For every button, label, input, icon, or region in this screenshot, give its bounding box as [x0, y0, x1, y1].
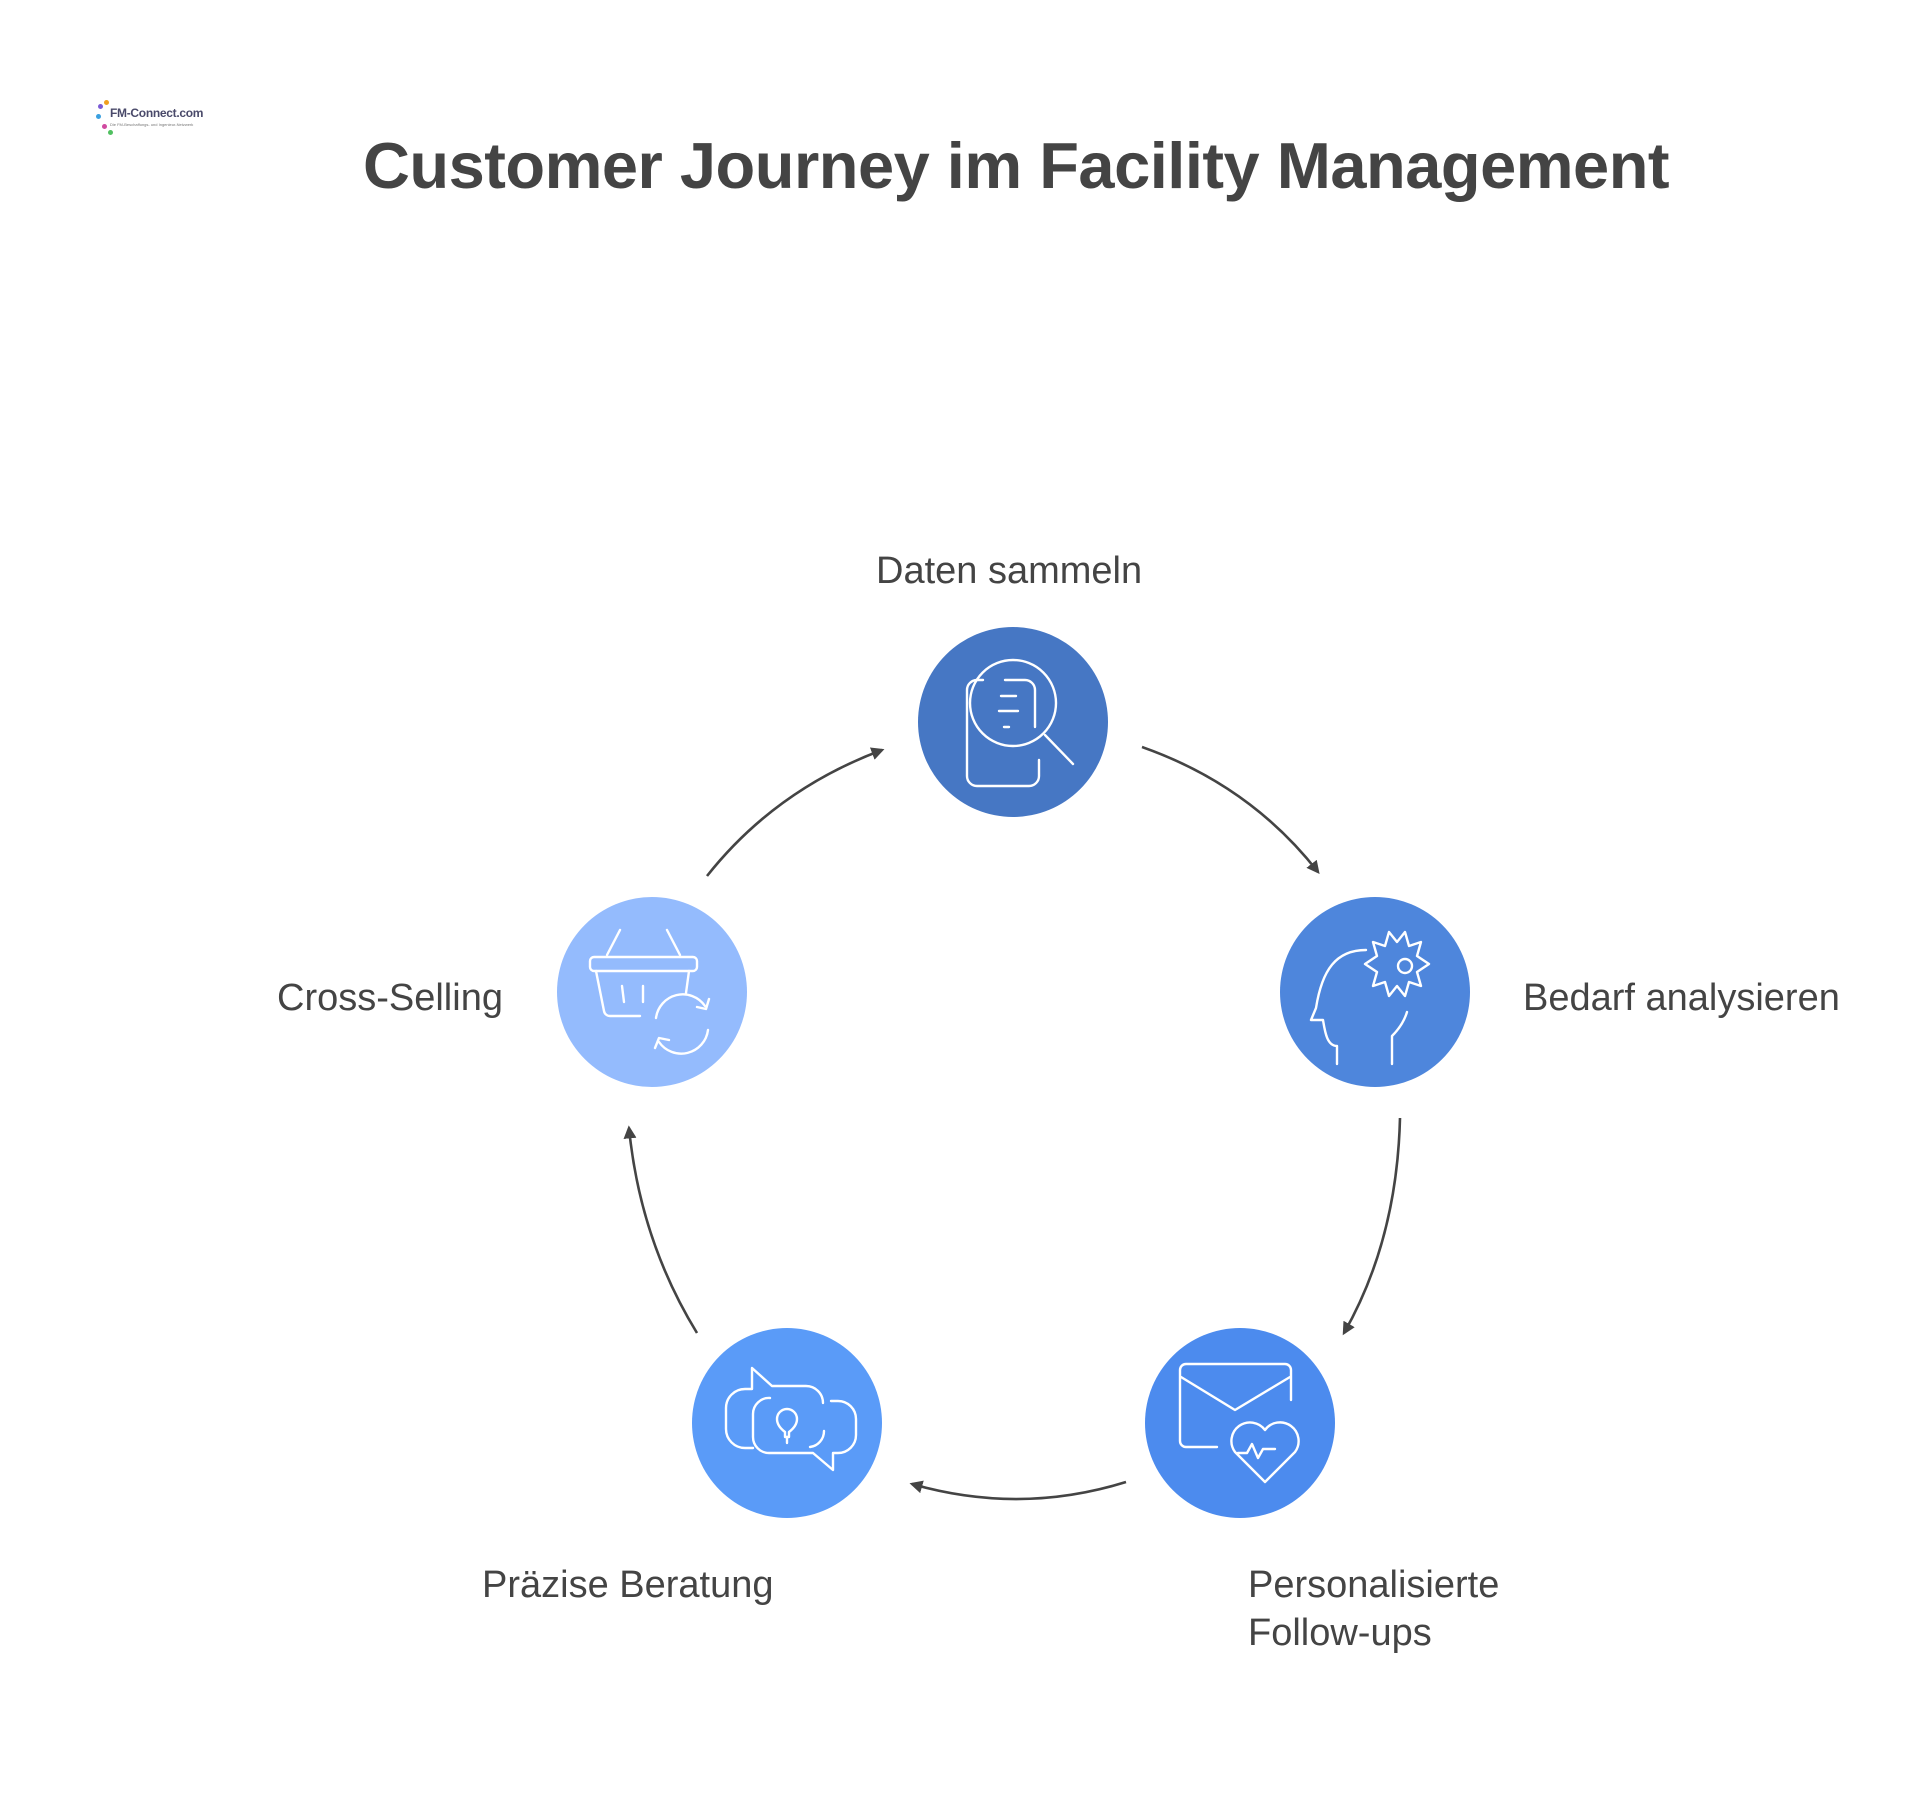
document-search-icon — [965, 658, 1075, 788]
fm-connect-logo: FM-Connect.com Die FM-Beschaffungs- und … — [96, 100, 203, 136]
step-circle — [1145, 1328, 1335, 1518]
arrow-followups-to-beratung — [909, 1480, 1127, 1501]
step-label-personalisierte-follow-ups: Personalisierte Follow-ups — [1248, 1561, 1499, 1657]
basket-refresh-icon — [588, 928, 711, 1055]
step-personalisierte-follow-ups — [1145, 1328, 1335, 1518]
head-gear-icon — [1309, 930, 1431, 1066]
step-label-cross-selling: Cross-Selling — [277, 977, 503, 1019]
step-circle — [918, 627, 1108, 817]
step-circle — [557, 897, 747, 1087]
step-cross-selling — [557, 897, 747, 1087]
arrow-bedarf-to-followups — [1342, 1117, 1402, 1336]
step-circle — [1280, 897, 1470, 1087]
chat-lightbulb-icon — [724, 1366, 858, 1472]
page-title: Customer Journey im Facility Management — [362, 129, 1670, 202]
arrow-beratung-to-crossselling — [623, 1125, 699, 1334]
step-praezise-beratung — [692, 1328, 882, 1518]
step-label-bedarf-analysieren: Bedarf analysieren — [1523, 977, 1840, 1019]
step-label-line-2: Follow-ups — [1248, 1612, 1432, 1654]
step-bedarf-analysieren — [1280, 897, 1470, 1087]
arrow-daten-to-bedarf — [1141, 745, 1320, 875]
step-label-line-1: Personalisierte — [1248, 1564, 1500, 1606]
arrow-crossselling-to-daten — [705, 747, 885, 877]
step-label-daten-sammeln: Daten sammeln — [876, 550, 1143, 592]
step-label-praezise-beratung: Präzise Beratung — [482, 1564, 774, 1606]
step-daten-sammeln — [918, 627, 1108, 817]
logo-subtext: Die FM-Beschaffungs- und Ingenieur-Netzw… — [110, 122, 194, 127]
logo-text: FM-Connect.com — [110, 106, 204, 120]
step-circle — [692, 1328, 882, 1518]
mail-heart-icon — [1178, 1362, 1300, 1484]
